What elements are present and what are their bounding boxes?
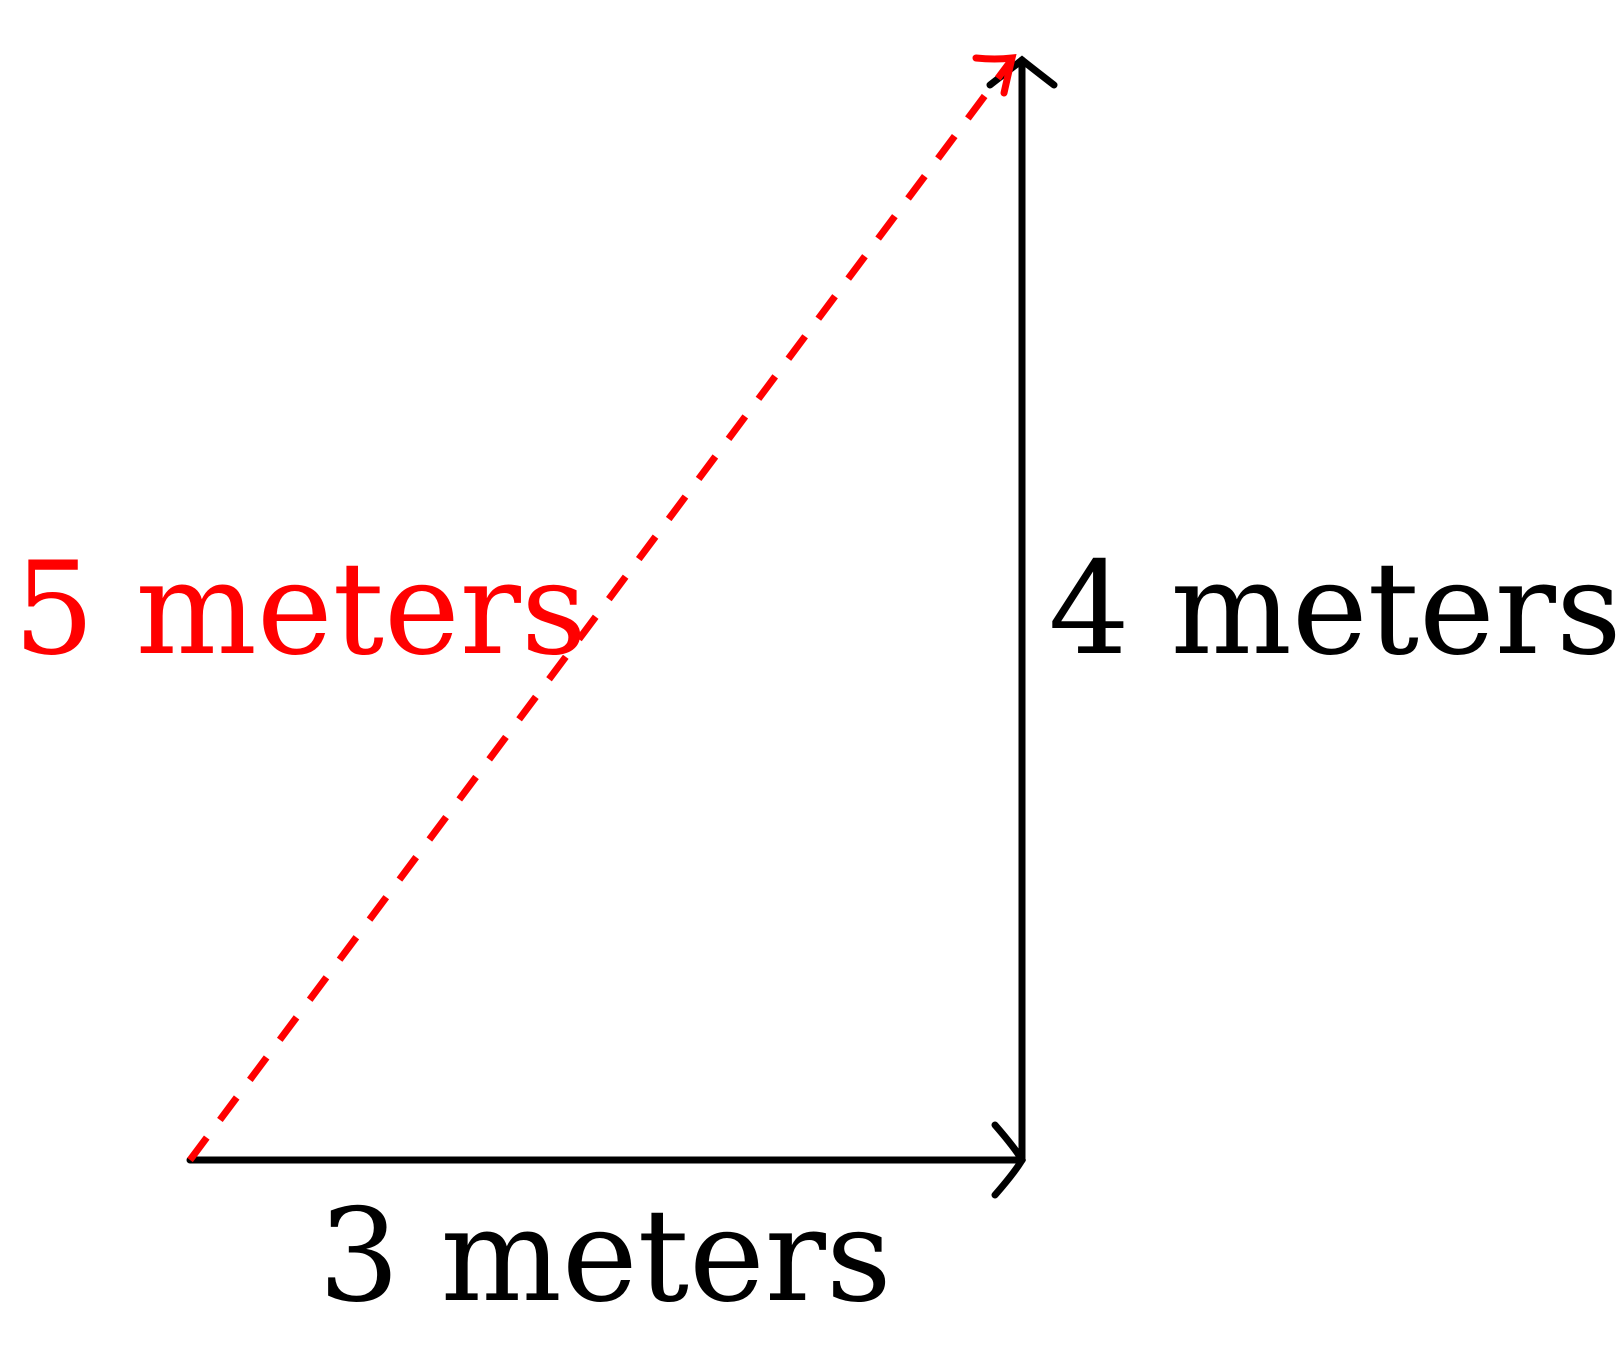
hypotenuse-vector-arrowhead [972, 53, 1017, 97]
vertical-label: 4 meters [1048, 535, 1621, 684]
horizontal-label: 3 meters [318, 1182, 891, 1331]
hypotenuse-label: 5 meters [13, 535, 586, 684]
